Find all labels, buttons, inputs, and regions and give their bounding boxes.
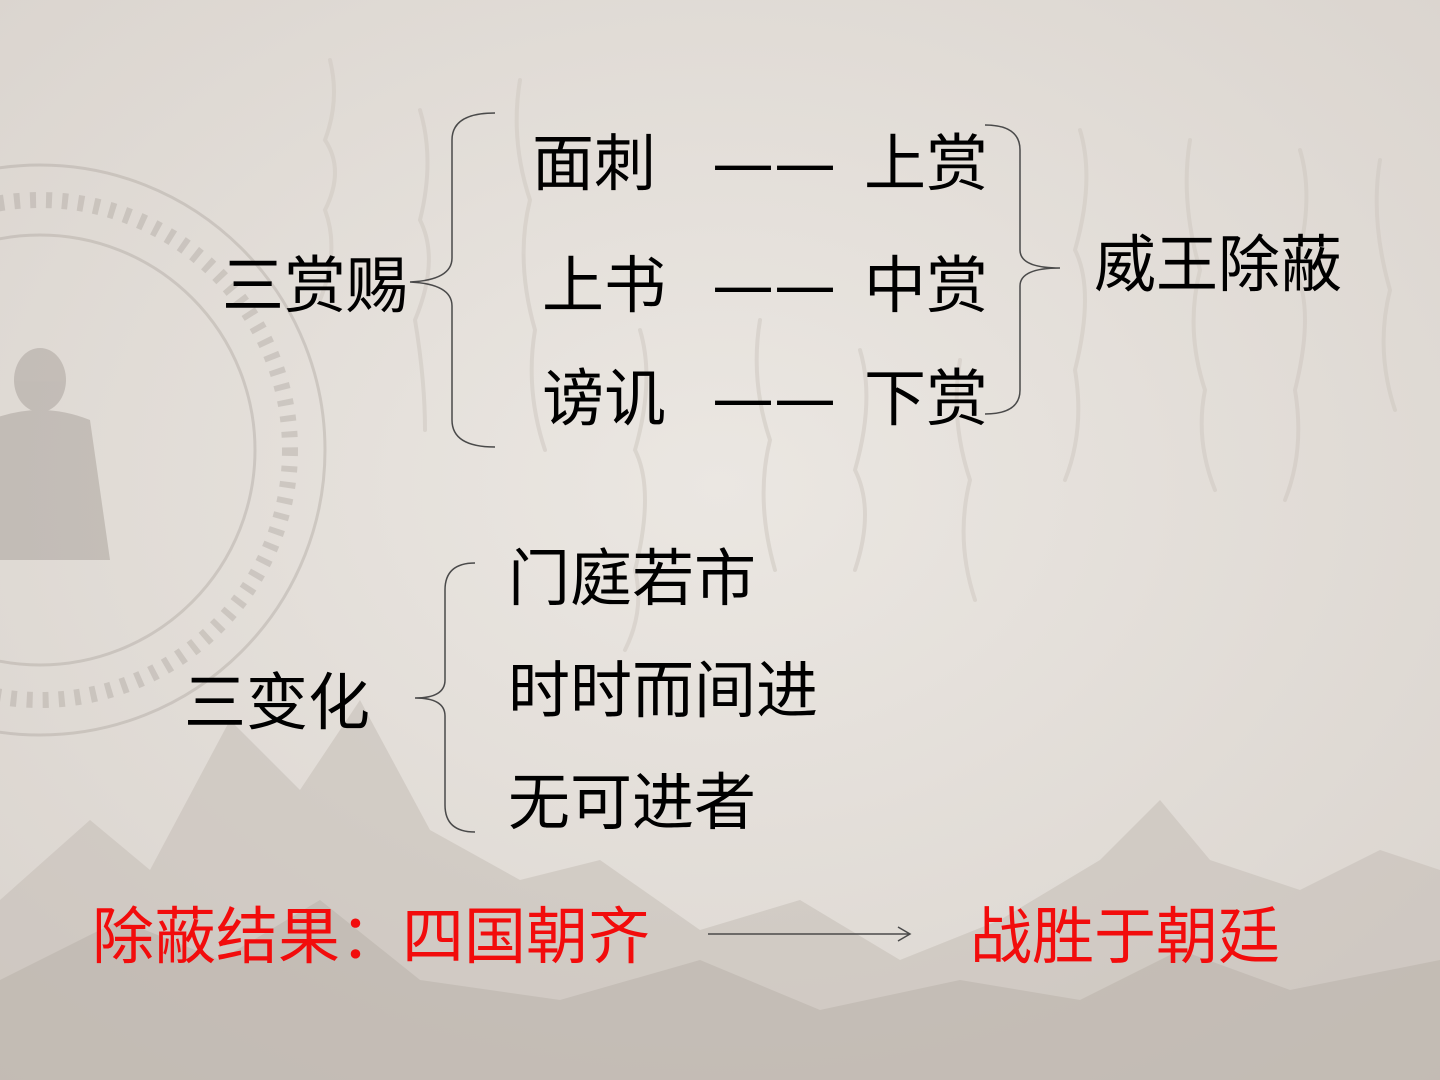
- reward-row-1-dash: ——: [712, 127, 836, 200]
- reward-row-1-action: 面刺: [532, 127, 657, 200]
- left-brace-changes: [414, 562, 476, 833]
- reward-row-3-action: 谤讥: [542, 362, 667, 435]
- rewards-conclusion: 威王除蔽: [1094, 228, 1343, 301]
- result-left-text: 除蔽结果：四国朝齐: [92, 900, 651, 973]
- reward-row-3-dash: ——: [712, 362, 836, 435]
- left-brace-rewards: [409, 112, 496, 448]
- reward-row-2-reward: 中赏: [864, 249, 989, 322]
- reward-row-3-reward: 下赏: [864, 362, 989, 435]
- reward-row-2-action: 上书: [542, 249, 667, 322]
- right-brace-rewards: [984, 124, 1061, 415]
- change-item-2: 时时而间进: [508, 654, 819, 727]
- reward-row-1-reward: 上赏: [864, 127, 989, 200]
- result-right-text: 战胜于朝廷: [970, 900, 1281, 973]
- changes-label: 三变化: [184, 666, 371, 739]
- change-item-3: 无可进者: [508, 766, 757, 839]
- reward-row-2-dash: ——: [712, 249, 836, 322]
- rewards-label: 三赏赐: [222, 249, 409, 322]
- change-item-1: 门庭若市: [508, 542, 757, 615]
- result-arrow-head: [897, 926, 912, 942]
